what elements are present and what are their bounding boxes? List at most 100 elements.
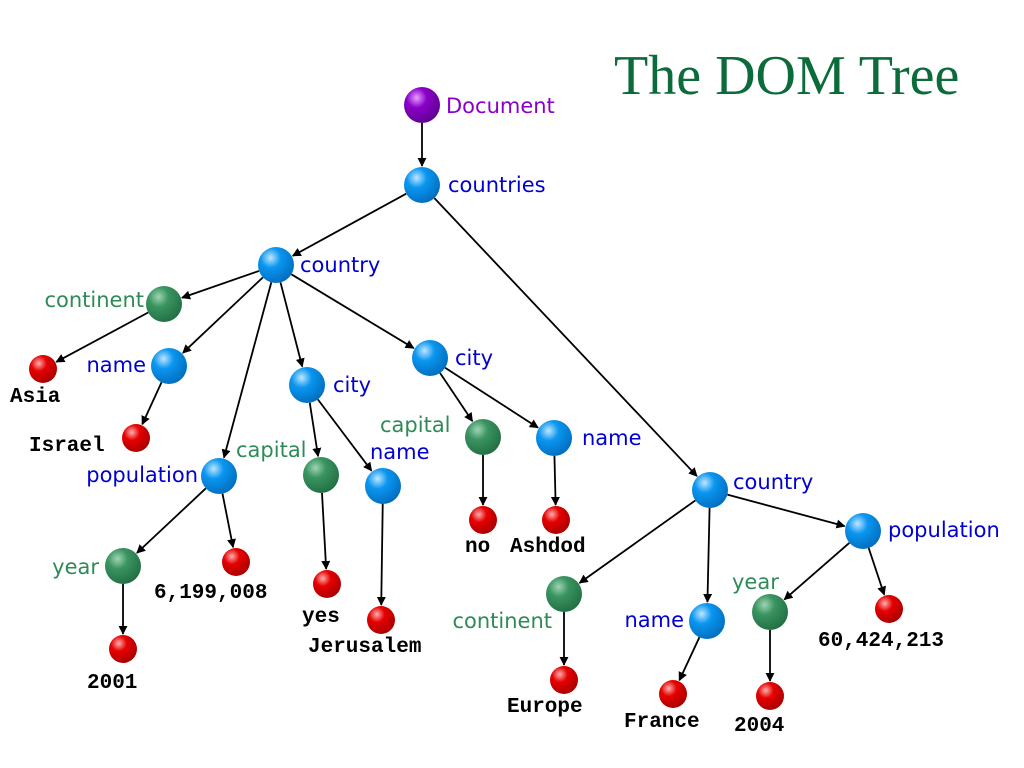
edge-capital1-to-yes	[321, 492, 331, 570]
node-pop2val: 60,424,213	[818, 595, 944, 653]
edge-population1-to-pop1val	[221, 493, 236, 549]
node-ashdod: Ashdod	[510, 506, 586, 559]
edge-country1-to-city1	[279, 282, 305, 368]
text-node-label: Jerusalem	[308, 636, 421, 659]
text-node-circle	[550, 666, 578, 694]
slide-title: The DOM Tree	[614, 45, 960, 107]
text-node-label: Ashdod	[510, 536, 586, 559]
node-name1: name	[86, 348, 187, 384]
edge-country1-to-name1	[182, 276, 264, 354]
edge-countries-to-country1	[291, 192, 407, 257]
text-node-label: 2004	[734, 715, 784, 738]
node-israel: Israel	[29, 424, 150, 458]
attribute-node-circle	[146, 286, 182, 322]
edge-city1-to-name2	[317, 398, 373, 472]
edge-country1-to-city2	[290, 273, 415, 349]
node-document: Document	[404, 87, 555, 123]
node-val2004: 2004	[734, 682, 784, 738]
element-node-circle	[404, 167, 440, 203]
attribute-node-label: continent	[44, 288, 144, 312]
element-node-label: name	[582, 426, 642, 450]
edge-continent1-to-asia	[55, 311, 149, 363]
node-continent1: continent	[44, 286, 182, 322]
element-node-circle	[536, 420, 572, 456]
element-node-label: country	[733, 470, 813, 494]
edge-city2-to-name3	[444, 367, 539, 429]
element-node-circle	[412, 340, 448, 376]
text-node-circle	[542, 506, 570, 534]
edge-population2-to-pop2val	[867, 547, 886, 596]
element-node-label: name	[370, 440, 430, 464]
element-node-circle	[151, 348, 187, 384]
text-node-label: 2001	[87, 672, 137, 695]
attribute-node-label: year	[732, 570, 779, 594]
text-node-circle	[367, 606, 395, 634]
node-capital1: capital	[236, 438, 339, 493]
attribute-node-circle	[752, 594, 788, 630]
text-node-label: Asia	[10, 386, 61, 409]
node-population2: population	[845, 513, 1000, 549]
edge-country1-to-population1	[221, 282, 273, 459]
node-continent2: continent	[452, 576, 582, 633]
edge-name4-to-france	[678, 636, 701, 682]
text-node-circle	[313, 570, 341, 598]
node-name2: name	[365, 440, 430, 504]
node-yes: yes	[302, 570, 341, 629]
node-year1: year	[52, 548, 141, 584]
element-node-label: population	[888, 518, 1000, 542]
node-no: no	[465, 506, 497, 559]
element-node-circle	[689, 603, 725, 639]
edge-population1-to-year1	[136, 487, 207, 554]
element-node-label: countries	[448, 173, 546, 197]
edge-name1-to-israel	[141, 381, 163, 426]
attribute-node-label: continent	[452, 609, 552, 633]
node-country1: country	[258, 247, 380, 283]
document-node-circle	[404, 87, 440, 123]
element-node-label: name	[624, 608, 684, 632]
edge-name3-to-ashdod	[550, 455, 560, 506]
text-node-label: no	[465, 536, 490, 559]
edge-name2-to-jerusalem	[376, 503, 386, 606]
edge-country1-to-continent1	[181, 270, 260, 300]
text-node-circle	[756, 682, 784, 710]
attribute-node-label: capital	[236, 438, 307, 462]
edge-country2-to-name4	[703, 507, 713, 603]
document-node-label: Document	[446, 94, 555, 118]
attribute-node-label: capital	[380, 413, 451, 437]
element-node-label: population	[86, 463, 198, 487]
text-node-label: 6,199,008	[154, 582, 267, 605]
tree-edges	[55, 123, 886, 682]
attribute-node-circle	[105, 548, 141, 584]
node-year2: year	[732, 570, 788, 630]
node-europe: Europe	[507, 666, 583, 719]
text-node-circle	[222, 548, 250, 576]
node-france: France	[624, 680, 700, 734]
node-pop1val: 6,199,008	[154, 548, 267, 605]
element-node-circle	[201, 458, 237, 494]
node-city1: city	[289, 367, 371, 403]
node-val2001: 2001	[87, 635, 137, 695]
text-node-label: France	[624, 711, 700, 734]
edge-city2-to-capital2	[439, 372, 474, 422]
element-node-label: city	[455, 346, 493, 370]
element-node-label: country	[300, 253, 380, 277]
edge-country2-to-population2	[727, 493, 846, 529]
element-node-circle	[845, 513, 881, 549]
node-population1: population	[86, 458, 237, 494]
attribute-node-circle	[546, 576, 582, 612]
edge-countries-to-country2	[433, 197, 698, 477]
attribute-node-circle	[303, 457, 339, 493]
element-node-circle	[289, 367, 325, 403]
element-node-circle	[692, 472, 728, 508]
node-name3: name	[536, 420, 642, 456]
attribute-node-circle	[465, 419, 501, 455]
node-city2: city	[412, 340, 493, 376]
text-node-circle	[109, 635, 137, 663]
text-node-circle	[29, 355, 57, 383]
edge-city1-to-capital1	[308, 402, 322, 458]
text-node-label: Europe	[507, 696, 583, 719]
element-node-label: city	[333, 373, 371, 397]
element-node-circle	[365, 468, 401, 504]
